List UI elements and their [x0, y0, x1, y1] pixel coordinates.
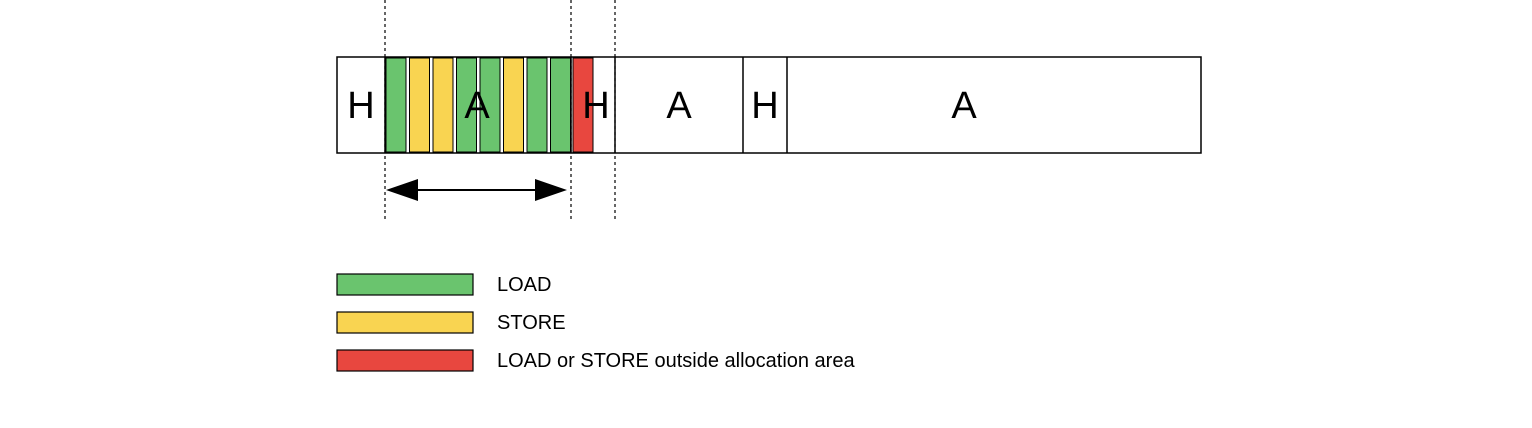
block-label-h3: H — [751, 85, 778, 127]
block-label-a2: A — [666, 85, 692, 127]
block-label-h2: H — [582, 85, 609, 127]
arrow-head-right — [535, 179, 567, 201]
block-label-h1: H — [347, 85, 374, 127]
legend-label-store: STORE — [497, 312, 566, 334]
access-stripe-load — [550, 57, 571, 153]
legend-swatch-store — [336, 311, 474, 334]
access-stripe-load — [479, 57, 501, 153]
legend-swatch-load — [336, 273, 474, 296]
block-label-a1: A — [464, 85, 490, 127]
access-stripe-store — [409, 57, 430, 153]
access-stripe-load — [526, 57, 548, 153]
allocation-span-arrow — [386, 179, 567, 201]
access-stripe-store — [432, 57, 454, 153]
access-stripes — [385, 57, 594, 153]
access-stripe-load — [456, 57, 477, 153]
legend-label-load: LOAD — [497, 274, 551, 296]
arrow-head-left — [386, 179, 418, 201]
legend-label-outside: LOAD or STORE outside allocation area — [497, 350, 855, 372]
access-stripe-outside — [572, 57, 594, 153]
access-stripe-store — [503, 57, 524, 153]
block-label-a3: A — [951, 85, 977, 127]
legend: LOAD STORE LOAD or STORE outside allocat… — [336, 273, 855, 372]
legend-swatch-outside — [336, 349, 474, 372]
access-stripe-load — [385, 57, 407, 153]
